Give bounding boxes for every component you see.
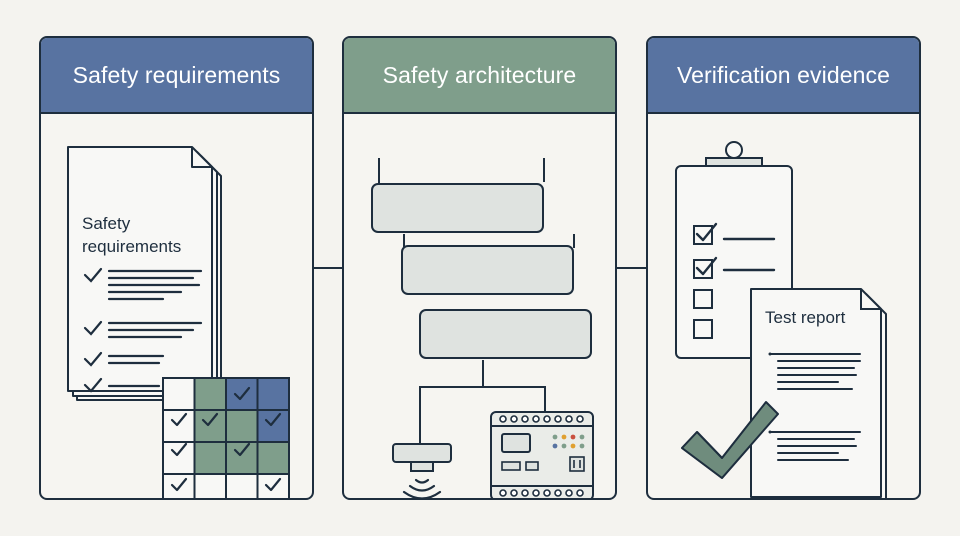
matrix-cell <box>194 378 226 410</box>
check-icon <box>264 477 282 492</box>
panel-body: Test report <box>648 114 919 498</box>
panel-title: Safety requirements <box>72 61 281 88</box>
requirement-list <box>83 267 203 393</box>
check-icon <box>233 442 251 457</box>
check-icon <box>264 412 282 427</box>
panel-title: Verification evidence <box>676 61 891 88</box>
architecture-block-2 <box>401 245 574 295</box>
check-icon <box>83 377 103 393</box>
check-icon <box>83 320 103 336</box>
matrix-cell <box>194 410 226 442</box>
proximity-sensor-icon <box>392 443 452 498</box>
architecture-block-1 <box>371 183 544 233</box>
panel-verification-evidence: Verification evidence <box>646 36 921 500</box>
panel-safety-architecture: Safety architecture <box>342 36 617 500</box>
test-report-icon <box>750 288 887 498</box>
controller-display <box>501 433 531 453</box>
check-icon <box>83 351 103 367</box>
report-title: Test report <box>765 308 846 327</box>
matrix-cell <box>257 442 289 474</box>
panel-body: Safety requirements <box>41 114 312 498</box>
check-icon <box>695 222 718 242</box>
matrix-cell <box>194 442 226 474</box>
check-icon <box>170 442 188 457</box>
matrix-cell <box>257 378 289 410</box>
sensor-link <box>419 386 483 444</box>
panel-title: Safety architecture <box>382 61 577 88</box>
large-checkmark-icon <box>681 401 779 479</box>
traceability-matrix-icon <box>162 377 290 498</box>
check-icon <box>695 256 718 276</box>
architecture-block-3 <box>419 309 592 359</box>
controller-link <box>483 386 546 412</box>
check-icon <box>170 412 188 427</box>
panel-header: Verification evidence <box>648 38 919 114</box>
panel-body <box>344 114 615 498</box>
check-icon <box>233 386 251 401</box>
block-hierarchy-icon <box>371 158 592 359</box>
check-icon <box>83 267 103 283</box>
check-icon <box>201 412 219 427</box>
safety-controller-icon <box>490 411 594 498</box>
panel-safety-requirements: Safety requirements Safety requirements <box>39 36 314 500</box>
matrix-cell <box>257 410 289 442</box>
document-title-line2: requirements <box>82 237 181 256</box>
matrix-cell <box>226 442 258 474</box>
panel-header: Safety requirements <box>41 38 312 114</box>
panel-header: Safety architecture <box>344 38 615 114</box>
status-leds <box>552 434 585 449</box>
matrix-cell <box>226 378 258 410</box>
matrix-cell <box>226 410 258 442</box>
check-icon <box>170 477 188 492</box>
document-title-line1: Safety <box>82 214 131 233</box>
